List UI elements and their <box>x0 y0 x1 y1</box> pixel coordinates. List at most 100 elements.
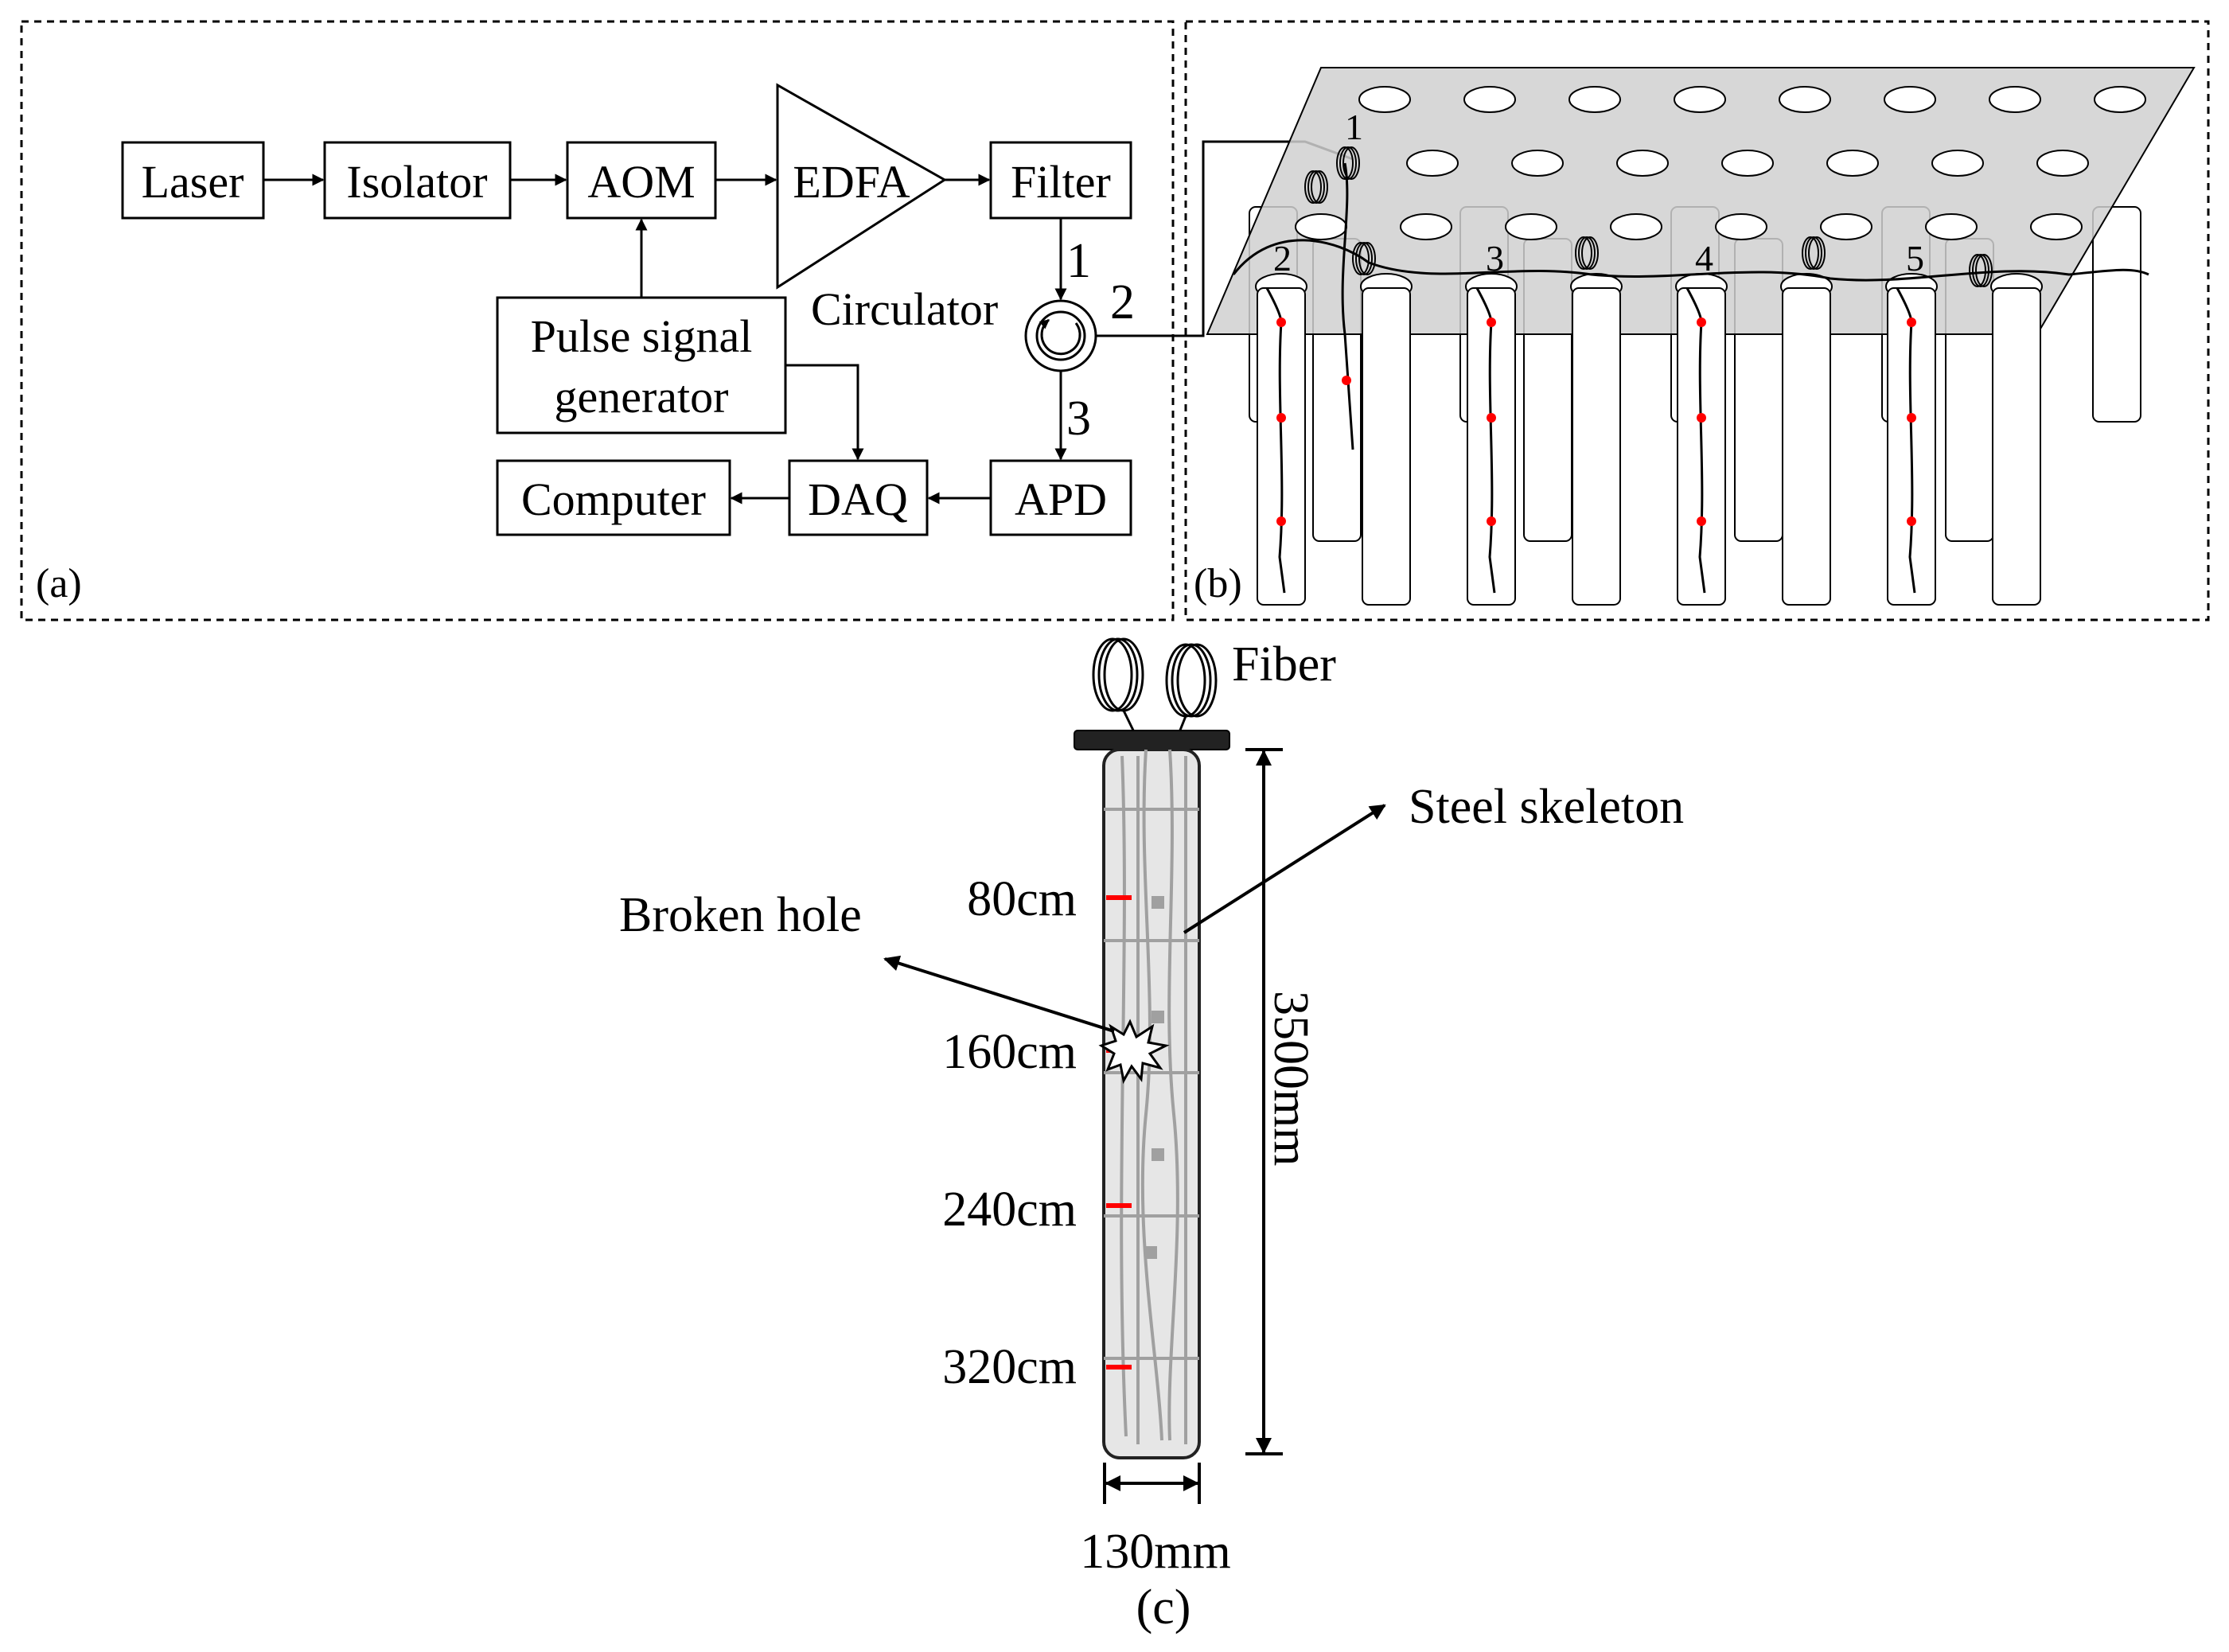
pulse-generator-block: Pulse signal generator <box>496 296 787 434</box>
sensor-dot <box>1487 413 1496 423</box>
pile-top <box>1779 86 1831 113</box>
pile-top <box>1989 86 2041 113</box>
sensor-dot <box>1697 516 1706 526</box>
pile-label-5: 5 <box>1906 238 1924 279</box>
pile-top <box>1610 213 1662 240</box>
depth-label-80: 80cm <box>967 872 1077 926</box>
fiber-coil-icon <box>1304 170 1322 204</box>
aom-label: AOM <box>587 156 695 208</box>
panel-a-frame <box>20 20 1175 621</box>
isolator-block: Isolator <box>323 141 512 220</box>
laser-block: Laser <box>121 141 265 220</box>
sensor-dot <box>1697 413 1706 423</box>
fiber-coil-icon <box>1802 236 1819 270</box>
pile-top <box>1295 213 1347 240</box>
fiber-coil-icon <box>1311 170 1328 204</box>
pile-top <box>1463 86 1516 113</box>
pile-array-front <box>1257 287 2041 606</box>
depth-label-240: 240cm <box>942 1183 1077 1237</box>
pulse-generator-label-1: Pulse signal <box>531 310 753 362</box>
daq-label: DAQ <box>808 473 908 525</box>
pile-top <box>1406 150 1459 177</box>
pile-label-2: 2 <box>1273 238 1292 279</box>
edfa-label: EDFA <box>793 156 910 208</box>
depth-label-320: 320cm <box>942 1340 1077 1394</box>
length-dimension <box>1245 748 1283 1455</box>
apd-block: APD <box>989 459 1132 536</box>
pile-label-1: 1 <box>1345 107 1363 147</box>
pile-top <box>1931 150 1984 177</box>
pile-top <box>1616 150 1669 177</box>
callout-arrows <box>883 804 1386 1033</box>
sensor-dot <box>1697 318 1706 327</box>
port-label-3: 3 <box>1066 392 1091 446</box>
embedded-fibers <box>1265 162 1916 594</box>
pile-top <box>2030 213 2083 240</box>
fiber-coil-icon <box>1342 146 1360 180</box>
fiber-coil-icon <box>1969 254 1986 287</box>
panel-a: Laser Isolator AOM EDFA Filter Pulse sig… <box>20 20 1354 621</box>
fiber-coil-icon <box>1339 146 1357 180</box>
fiber-label: Fiber <box>1232 637 1336 692</box>
daq-block: DAQ <box>788 459 929 536</box>
sensor-dot <box>1487 516 1496 526</box>
sensor-dot <box>1276 413 1286 423</box>
fiber-coil-icon <box>1578 236 1596 270</box>
sensor-dot <box>1276 516 1286 526</box>
front-pile <box>1782 287 1831 606</box>
broken-hole-label: Broken hole <box>619 888 862 942</box>
main-fiber-cable <box>1232 239 2149 282</box>
embedded-fiber <box>1265 287 1286 594</box>
port-label-2: 2 <box>1110 275 1135 329</box>
sensor-dot <box>1907 516 1916 526</box>
pile-top <box>1358 86 1411 113</box>
pile-top <box>1925 213 1978 240</box>
sensor-dot <box>1342 376 1351 385</box>
fiber-coil-icon <box>1575 236 1592 270</box>
circulator-label: Circulator <box>811 283 998 335</box>
fiber-coils <box>1304 146 1993 287</box>
panel-c: Fiber 80cm 160cm <box>619 637 1684 1634</box>
front-pile <box>1362 287 1411 606</box>
filter-block: Filter <box>989 141 1132 220</box>
panel-b-frame <box>1184 20 2210 621</box>
length-label: 3500mm <box>1264 991 1318 1166</box>
pile-top <box>1826 150 1879 177</box>
fiber-coil-icon <box>1972 254 1989 287</box>
pile-top <box>2036 150 2089 177</box>
fiber-coil-icon <box>1307 170 1325 204</box>
front-pile <box>1992 287 2041 606</box>
panel-b: 1 2 3 4 5 (b) <box>1184 20 2210 621</box>
width-label: 130mm <box>1080 1525 1230 1579</box>
fiber-coil-icon <box>1581 236 1599 270</box>
computer-label: Computer <box>521 473 706 525</box>
pile-cap <box>1074 730 1230 750</box>
fiber-coil-icon <box>1352 242 1370 275</box>
embedded-fiber <box>1685 287 1706 594</box>
skeleton-nodes <box>1144 896 1164 1259</box>
panel-a-label: (a) <box>36 561 82 606</box>
pile-label-4: 4 <box>1695 238 1713 279</box>
fiber-coil-icon <box>1808 236 1826 270</box>
sensor-dot <box>1907 413 1916 423</box>
sensor-dot <box>1907 318 1916 327</box>
sensor-dot <box>1487 318 1496 327</box>
pile-top <box>1505 213 1557 240</box>
fiber-coil-icon <box>1336 146 1354 180</box>
circulator <box>1024 299 1097 372</box>
steel-skeleton-label: Steel skeleton <box>1409 780 1684 834</box>
fiber-coil-right <box>1165 643 1218 741</box>
pile-top <box>1715 213 1767 240</box>
pile-label-3: 3 <box>1486 238 1504 279</box>
depth-label-160: 160cm <box>942 1025 1077 1079</box>
fiber-coil-left <box>1092 637 1144 741</box>
front-pile <box>1572 287 1621 606</box>
embedded-fiber <box>1475 287 1496 594</box>
width-dimension <box>1103 1463 1201 1504</box>
laser-label: Laser <box>142 156 244 208</box>
fiber-coil-icon <box>1355 242 1373 275</box>
pile-top <box>1721 150 1774 177</box>
apd-label: APD <box>1015 473 1107 525</box>
sensor-dot <box>1276 318 1286 327</box>
